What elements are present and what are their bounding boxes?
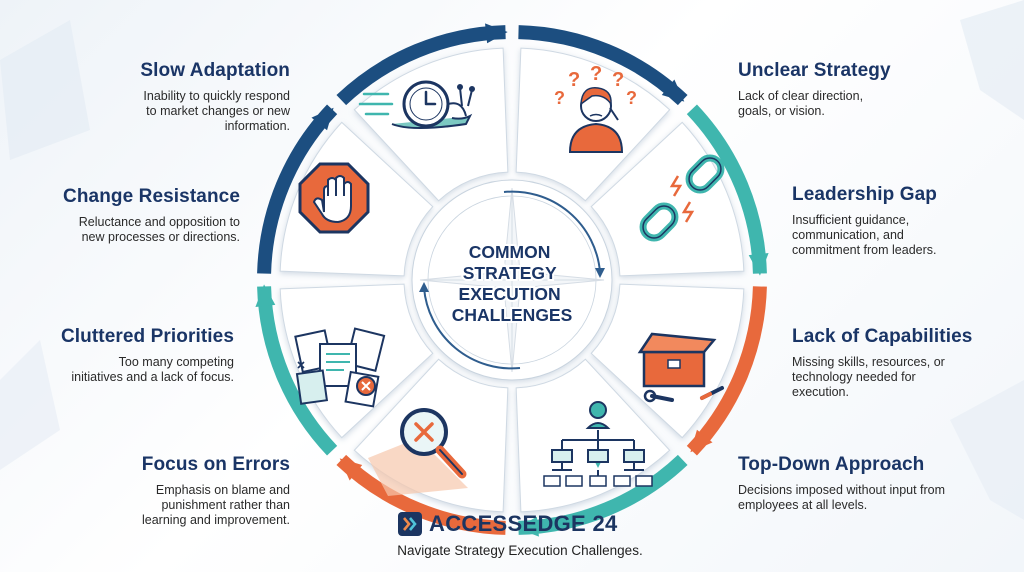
confused-person-icon: ? ? ? ? ? — [554, 63, 637, 153]
center-title-line: STRATEGY — [463, 263, 557, 283]
stop-hand-icon — [298, 162, 370, 234]
svg-text:?: ? — [590, 63, 602, 85]
center-title-line: EXECUTION — [459, 284, 561, 304]
svg-text:?: ? — [568, 69, 580, 91]
brand-name: ACCESSEDGE 24 — [429, 511, 618, 536]
center-title-line: CHALLENGES — [452, 305, 573, 325]
org-chart-icon — [543, 401, 653, 487]
label-slow-adaptation: Slow Adaptation Inability to quickly res… — [40, 60, 290, 134]
wheel-outer-arcs — [255, 23, 769, 537]
outer-arc-slow-adaptation — [336, 25, 506, 106]
label-description: Emphasis on blame and punishment rather … — [142, 483, 290, 527]
outer-arc-arrowhead — [690, 429, 713, 453]
brand-logo: ACCESSEDGE 24 — [398, 509, 658, 539]
svg-text:?: ? — [626, 88, 637, 108]
compass-rose — [419, 187, 605, 373]
label-title: Focus on Errors — [141, 454, 290, 475]
toolbox-icon — [637, 332, 724, 403]
label-title: Lack of Capabilities — [792, 326, 973, 347]
svg-text:?: ? — [554, 88, 565, 108]
center-title-line: COMMON — [469, 242, 551, 262]
label-title: Cluttered Priorities — [60, 326, 234, 347]
magnifier-error-icon — [368, 408, 468, 496]
label-description: Inability to quickly respond to market c… — [143, 89, 290, 133]
brand-mark-icon — [398, 512, 422, 536]
outer-arc-leadership-gap — [686, 104, 767, 274]
outer-arc-arrowhead — [485, 23, 508, 44]
label-description: Too many competing initiatives and a lac… — [71, 355, 234, 384]
label-lack-of-capabilities: Lack of Capabilities Missing skills, res… — [792, 326, 1024, 400]
label-title: Slow Adaptation — [140, 60, 290, 81]
outer-arc-arrowhead — [339, 458, 363, 481]
label-description: Reluctance and opposition to new process… — [78, 215, 240, 244]
label-title: Leadership Gap — [792, 184, 937, 205]
outer-arc-focus-on-errors — [336, 454, 506, 535]
label-description: Insufficient guidance, communication, an… — [792, 213, 937, 257]
outer-arc-lack-of-capabilities — [686, 286, 767, 456]
segment-top-down-approach — [515, 358, 671, 513]
cluttered-papers-icon — [294, 327, 386, 408]
svg-text:?: ? — [612, 69, 624, 91]
label-top-down-approach: Top-Down Approach Decisions imposed with… — [738, 454, 988, 513]
label-title: Unclear Strategy — [738, 60, 891, 81]
label-title: Change Resistance — [63, 186, 240, 207]
label-leadership-gap: Leadership Gap Insufficient guidance, co… — [792, 184, 1024, 258]
outer-arc-arrowhead — [748, 253, 769, 276]
outer-arc-top-down-approach — [518, 454, 688, 535]
tagline: Navigate Strategy Execution Challenges. — [397, 543, 643, 558]
challenge-wheel: COMMON STRATEGY EXECUTION CHALLENGES — [255, 23, 769, 537]
label-description: Decisions imposed without input from emp… — [738, 483, 946, 512]
outer-arc-unclear-strategy — [518, 25, 688, 106]
label-cluttered-priorities: Cluttered Priorities Too many competing … — [0, 326, 234, 385]
outer-arc-cluttered-priorities — [257, 286, 338, 456]
outer-arc-arrowhead — [311, 107, 334, 131]
outer-arc-change-resistance — [257, 104, 338, 274]
label-description: Lack of clear direction, goals, or visio… — [738, 89, 864, 118]
svg-text:COMMON STRATEGY EX: COMMON STRATEGY EXECUTION CHALLENGES — [452, 242, 573, 325]
center-hub: COMMON STRATEGY EXECUTION CHALLENGES — [411, 179, 613, 381]
broken-chain-icon — [639, 154, 725, 242]
outer-arc-arrowhead — [255, 284, 276, 307]
label-focus-on-errors: Focus on Errors Emphasis on blame and pu… — [40, 454, 290, 528]
label-description: Missing skills, resources, or technology… — [792, 355, 945, 399]
outer-arc-arrowhead — [516, 516, 539, 537]
label-change-resistance: Change Resistance Reluctance and opposit… — [0, 186, 240, 245]
label-title: Top-Down Approach — [738, 454, 925, 475]
label-unclear-strategy: Unclear Strategy Lack of clear direction… — [738, 60, 988, 119]
snail-clock-icon — [358, 80, 475, 129]
outer-arc-arrowhead — [661, 79, 685, 102]
